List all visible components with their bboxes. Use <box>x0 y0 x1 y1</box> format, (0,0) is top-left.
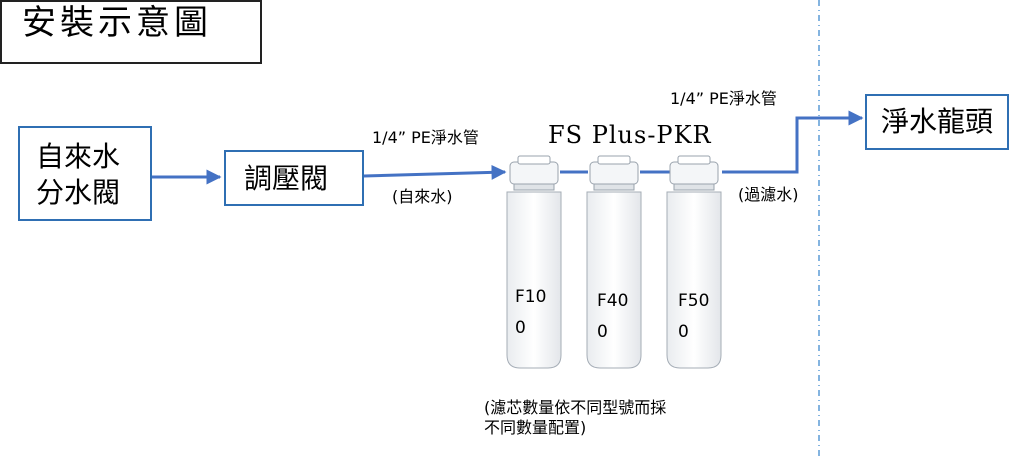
filter-label-1-line1: F10 <box>515 287 547 307</box>
source-valve-line2: 分水閥 <box>36 176 121 209</box>
arrow-filter-to-faucet <box>722 110 864 174</box>
faucet-box: 淨水龍頭 <box>865 94 1009 150</box>
filter-label-3-line1: F50 <box>678 291 710 311</box>
filter-housing-1 <box>506 155 562 369</box>
filter-label-1: F10 0 <box>515 282 546 344</box>
arrow-regulator-to-filter <box>363 164 507 180</box>
filter-label-3: F50 0 <box>678 286 709 348</box>
model-label: FS Plus-PKR <box>548 121 712 149</box>
filter-housing-2 <box>586 155 642 369</box>
filter-label-1-line2: 0 <box>515 318 526 338</box>
filter-label-2: F40 0 <box>597 286 628 348</box>
flow-label-tap-water: (自來水) <box>392 187 453 206</box>
source-valve-box: 自來水 分水閥 <box>18 126 152 221</box>
filter-housing-3 <box>666 155 722 369</box>
flow-label-filtered-water: (過濾水) <box>738 185 799 204</box>
pipe-label-inlet: 1/4” PE淨水管 <box>372 128 479 147</box>
title-text: 安裝示意圖 <box>22 3 212 43</box>
source-valve-line1: 自來水 <box>36 140 121 173</box>
filter-label-2-line1: F40 <box>597 291 629 311</box>
title-box: 安裝示意圖 <box>0 0 262 64</box>
faucet-label: 淨水龍頭 <box>881 105 994 138</box>
note-line2: 不同數量配置) <box>484 418 587 437</box>
pressure-regulator-label: 調壓閥 <box>244 162 329 195</box>
filter-label-3-line2: 0 <box>678 322 689 342</box>
pressure-regulator-box: 調壓閥 <box>224 150 364 206</box>
pipe-label-outlet: 1/4” PE淨水管 <box>670 89 777 108</box>
filter-label-2-line2: 0 <box>597 322 608 342</box>
filter-count-note: (濾芯數量依不同型號而採 不同數量配置) <box>484 398 666 438</box>
note-line1: (濾芯數量依不同型號而採 <box>484 398 667 417</box>
